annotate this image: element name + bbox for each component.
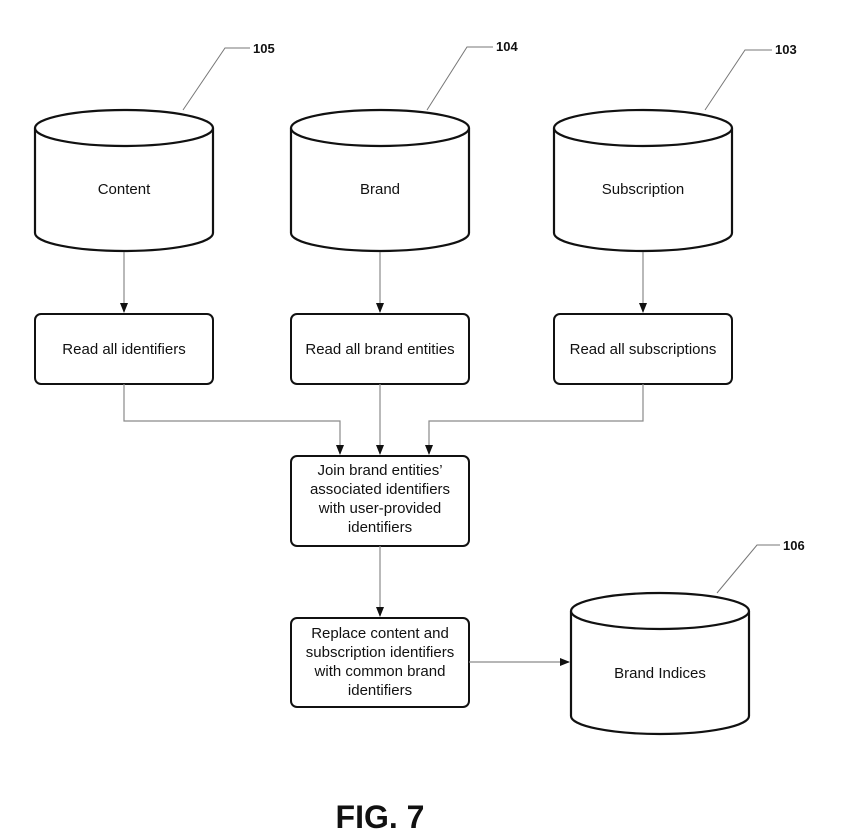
join-label-line-1: Join brand entities’ [317,462,442,479]
read-identifiers-step: Read all identifiers [34,313,214,385]
read-brand-entities-label: Read all brand entities [305,341,454,358]
brand-database: Brand [289,108,471,253]
brand-indices-database: Brand Indices [569,591,751,736]
subscription-database: Subscription [552,108,734,253]
brand-indices-ref-number: 106 [783,538,805,553]
subscription-database-label: Subscription [602,181,685,198]
brand-indices-database-label: Brand Indices [614,665,706,682]
subscription-ref-leader [704,49,772,111]
join-label-line-2: associated identifiers [310,481,450,498]
arrow-subscriptions-to-join [425,384,644,455]
subscription-ref-number: 103 [775,42,797,57]
read-subscriptions-label: Read all subscriptions [570,341,717,358]
replace-label-line-4: identifiers [348,682,412,699]
content-database-label: Content [98,181,151,198]
brand-database-label: Brand [360,181,400,198]
replace-label-line-3: with common brand [314,663,446,680]
read-subscriptions-step: Read all subscriptions [553,313,733,385]
content-database: Content [33,108,215,253]
figure-label: FIG. 7 [336,799,425,833]
brand-ref-leader [426,46,493,111]
read-identifiers-label: Read all identifiers [62,341,185,358]
replace-label-line-1: Replace content and [311,625,449,642]
join-step: Join brand entities’ associated identifi… [290,455,470,547]
replace-step: Replace content and subscription identif… [290,617,470,708]
content-ref-number: 105 [253,41,275,56]
replace-label-line-2: subscription identifiers [306,644,454,661]
join-label-line-3: with user-provided [318,500,442,517]
brand-indices-ref-leader [716,544,780,594]
brand-ref-number: 104 [496,39,518,54]
arrow-identifiers-to-join [123,384,344,455]
join-label-line-4: identifiers [348,519,412,536]
read-brand-entities-step: Read all brand entities [290,313,470,385]
content-ref-leader [182,47,250,111]
